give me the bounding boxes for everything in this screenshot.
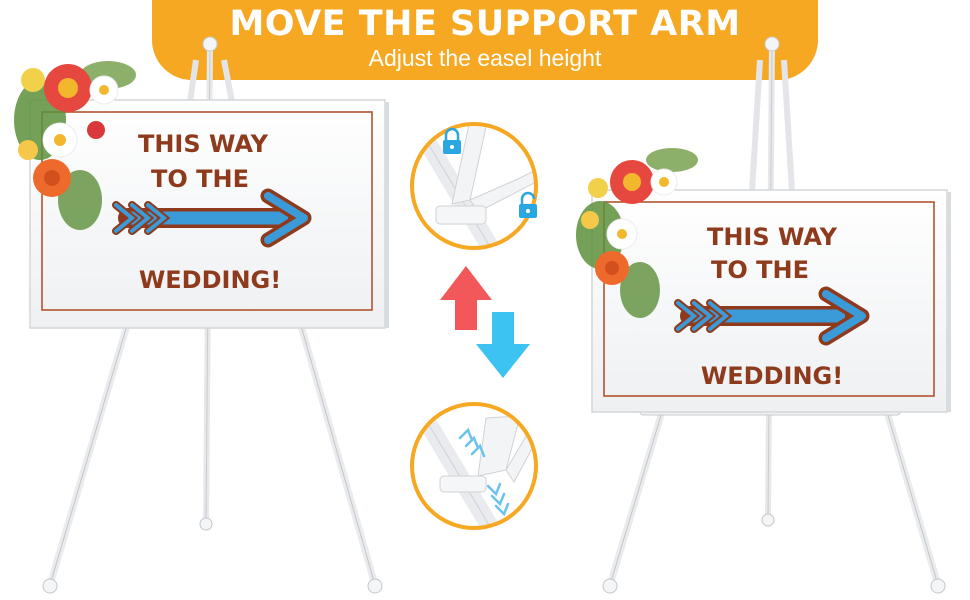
lock-closed-icon [443,127,461,154]
chevron-down-icon [486,482,510,517]
sign-arrow-icon [112,188,312,248]
detail-circle-locked [410,122,538,250]
banner-title: MOVE THE SUPPORT ARM [229,4,741,44]
flower-bouquet-left [14,61,136,230]
sign-arrow-icon [674,286,870,346]
sign-line-1: THIS WAY [138,130,269,158]
sign-line-3: WEDDING! [139,266,281,294]
flower-bouquet-right [576,148,698,318]
banner-subtitle: Adjust the easel height [368,45,602,71]
lock-open-icon [519,191,537,218]
chevron-up-icon [458,427,486,458]
arrow-up-icon [440,266,492,330]
sign-line-1: THIS WAY [707,223,838,251]
arrow-down-icon [476,312,530,378]
sign-line-2: TO THE [711,256,809,284]
right-easel: THIS WAY TO THE WEDDING! [576,36,951,594]
detail-circle-sliding [410,402,538,530]
left-easel: THIS WAY TO THE WEDDING! [14,36,389,594]
header-banner: MOVE THE SUPPORT ARM Adjust the easel he… [152,0,818,80]
sign-line-2: TO THE [151,165,249,193]
sign-line-3: WEDDING! [701,362,843,390]
